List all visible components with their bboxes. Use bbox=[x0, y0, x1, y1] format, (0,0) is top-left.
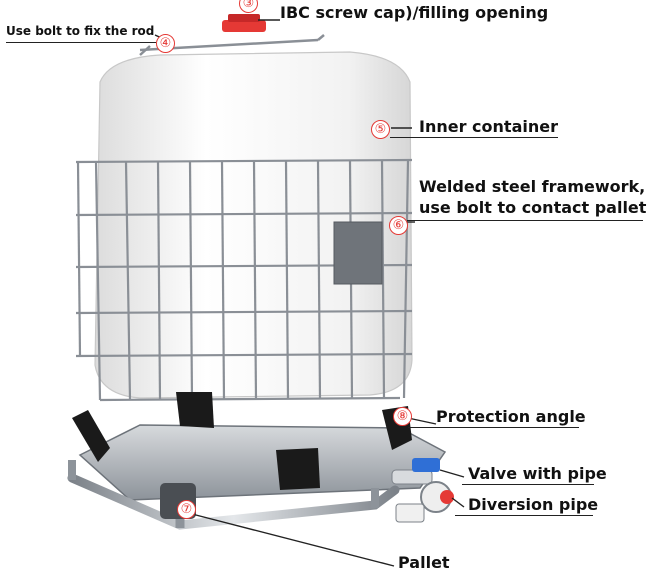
label-protection-angle-underline bbox=[408, 427, 579, 428]
label-fix-rod-underline bbox=[6, 42, 156, 43]
label-filling-opening: IBC screw cap)/filling opening bbox=[280, 3, 549, 22]
label-diversion-pipe: Diversion pipe bbox=[468, 495, 599, 514]
label-plate bbox=[333, 221, 383, 285]
label-pallet: Pallet bbox=[398, 553, 450, 572]
label-inner-container-underline bbox=[390, 137, 558, 138]
label-valve: Valve with pipe bbox=[468, 464, 607, 483]
label-diversion-pipe-underline bbox=[455, 515, 593, 516]
label-fix-rod: Use bolt to fix the rod bbox=[6, 24, 155, 38]
callout-number-4: ④ bbox=[156, 34, 175, 53]
filling-cap bbox=[222, 14, 266, 32]
label-frame-underline bbox=[407, 220, 643, 221]
label-frame-line2: use bolt to contact pallet bbox=[419, 198, 647, 217]
callout-number-7: ⑦ bbox=[177, 500, 196, 519]
label-frame-line1: Welded steel framework, bbox=[419, 177, 646, 196]
callout-number-5: ⑤ bbox=[371, 120, 390, 139]
label-valve-underline bbox=[462, 484, 594, 485]
label-inner-container: Inner container bbox=[419, 117, 558, 136]
callout-number-3: ③ bbox=[239, 0, 258, 13]
label-protection-angle: Protection angle bbox=[436, 407, 586, 426]
callout-number-6: ⑥ bbox=[389, 216, 408, 235]
valve bbox=[391, 458, 454, 523]
pallet bbox=[67, 424, 447, 530]
callout-number-8: ⑧ bbox=[393, 407, 412, 426]
